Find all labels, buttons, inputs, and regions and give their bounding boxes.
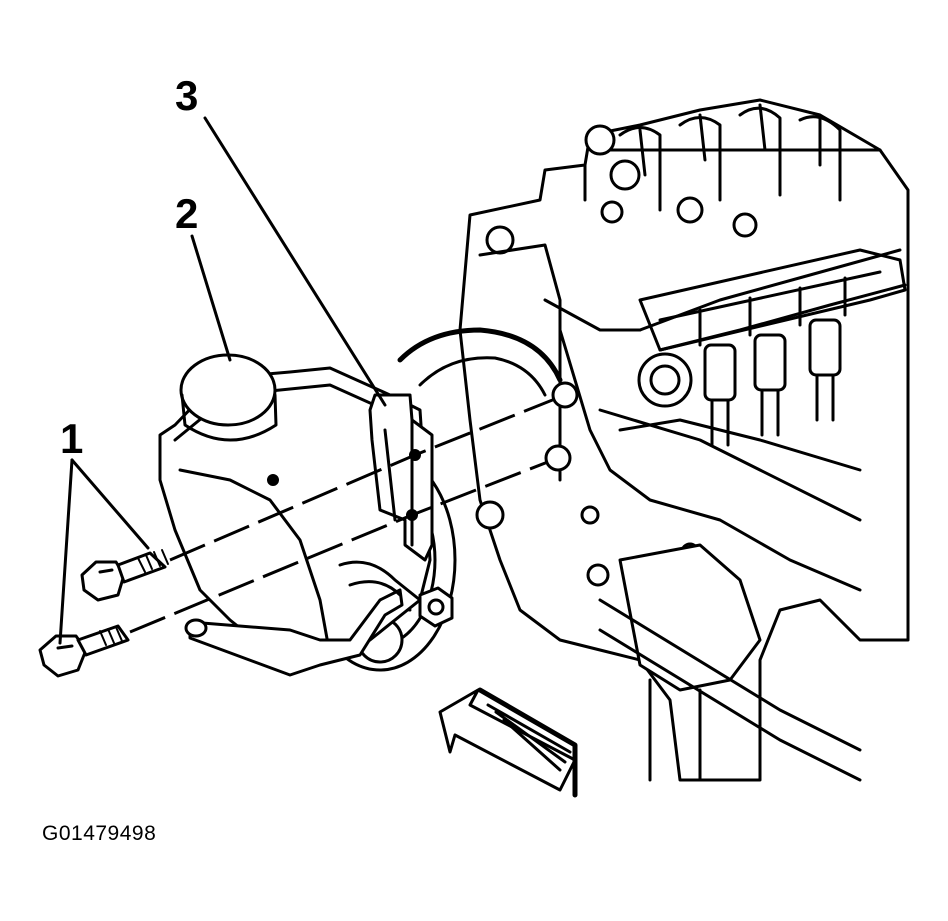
mounting-bolt-upper	[80, 549, 169, 602]
figure-id: G01479498	[42, 822, 157, 845]
leader-line-2	[190, 234, 232, 362]
engine-mount-boss	[475, 500, 505, 530]
arrow-icon	[438, 687, 578, 798]
callout-2-label: 2	[175, 190, 198, 237]
intake-runners	[618, 106, 842, 212]
engine-lower-pipes	[598, 598, 862, 782]
bracket-nut	[418, 586, 454, 628]
reservoir-outlet-hose	[188, 588, 404, 677]
fuel-injectors	[703, 318, 842, 447]
engine-upper-linkage	[638, 248, 907, 352]
engine-mount-bracket	[618, 543, 762, 692]
leader-line-1b	[58, 458, 74, 645]
reservoir-outlet-end	[184, 618, 208, 638]
callout-1-label: 1	[60, 415, 83, 462]
engine-head-ribs	[583, 103, 882, 202]
leader-lines	[58, 116, 387, 645]
power-steering-reservoir	[158, 353, 432, 677]
reservoir-cap	[179, 353, 277, 427]
engine-bolt-hole-upper	[551, 381, 579, 409]
callout-3-label: 3	[175, 72, 198, 119]
mounting-bolt-lower	[38, 624, 130, 678]
engine-pulley-arc	[397, 327, 563, 383]
engine-contour-lines	[478, 243, 862, 592]
reservoir-cap-skirt	[180, 393, 278, 442]
leader-line-1a	[70, 458, 150, 550]
leader-line-3	[203, 116, 387, 407]
fuel-rail-detail	[658, 270, 882, 347]
engine-pulley-inner	[418, 356, 547, 397]
reservoir-bracket	[368, 393, 454, 628]
bracket-stiffener	[383, 418, 414, 547]
engine-assembly	[397, 98, 910, 782]
reservoir-rivet	[267, 474, 279, 486]
reservoir-return-line	[338, 560, 422, 602]
alignment-lines	[129, 393, 566, 634]
alignment-line-upper	[169, 393, 566, 562]
alignment-line-lower	[129, 456, 559, 634]
engine-bolt-hole-lower	[544, 444, 572, 472]
